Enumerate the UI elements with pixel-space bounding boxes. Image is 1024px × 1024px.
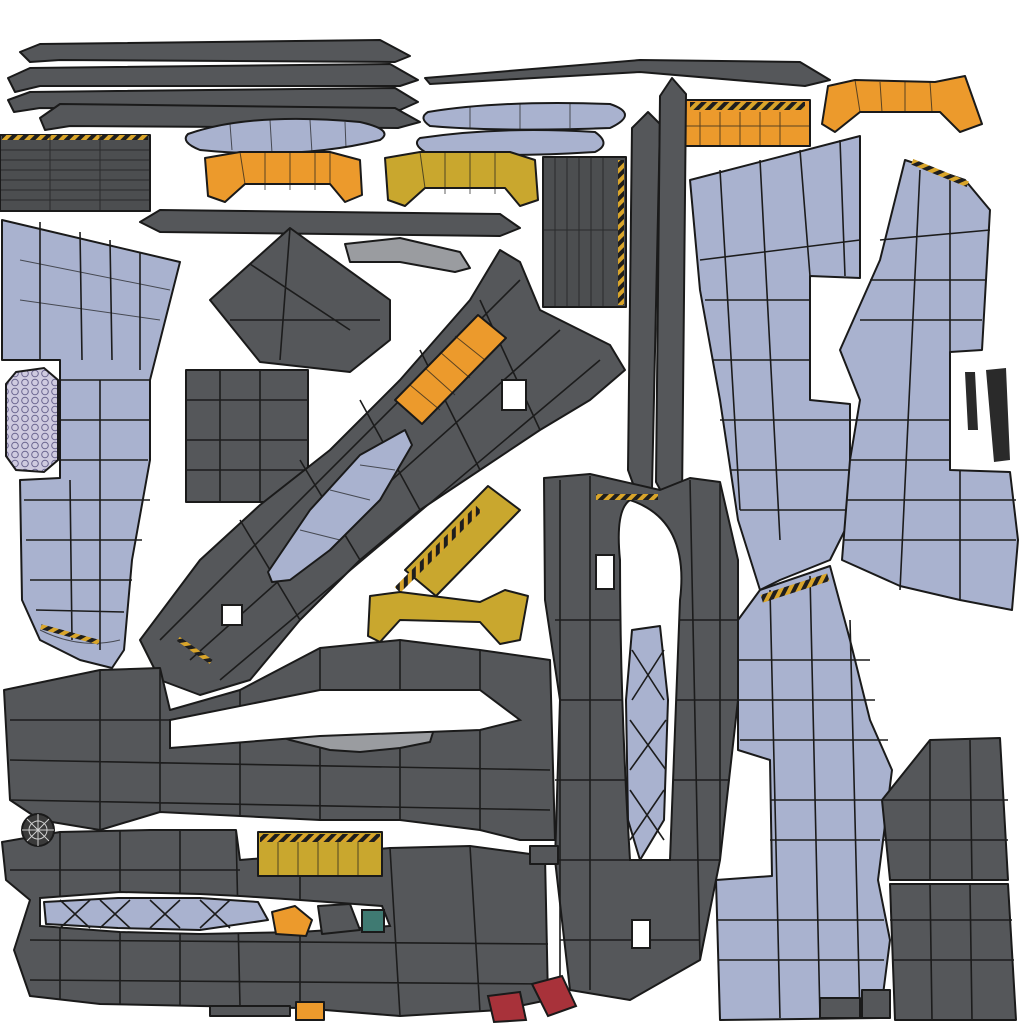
oval-2	[422, 102, 626, 131]
teal-small-part	[361, 909, 385, 933]
box-pieces-right	[881, 737, 1017, 1021]
yellow-bridge-2	[367, 589, 529, 645]
strip-top-long	[424, 59, 831, 87]
orange-small-part	[271, 905, 313, 937]
accent-bridges-top	[204, 75, 983, 207]
cutout-2	[501, 379, 527, 411]
thin-strip-group-top-left	[7, 39, 521, 237]
dark-bit-2	[819, 997, 861, 1019]
vertical-strips-centre	[627, 77, 687, 505]
small-parts-bottom	[209, 845, 891, 1024]
strip-1	[19, 39, 411, 63]
cutout-slot-1	[595, 554, 615, 590]
rod-bit	[209, 1005, 291, 1017]
cutout-slot-2	[631, 919, 651, 949]
grille-panel-top-left	[0, 134, 151, 212]
box-3	[881, 737, 1009, 881]
truss-blue-lower	[43, 897, 269, 931]
red-part-1	[486, 990, 528, 1024]
diagonal-fuselage	[139, 249, 626, 696]
red-part-2	[530, 974, 578, 1018]
turbine-fan	[21, 813, 55, 847]
vertical-fuselage-centre	[543, 473, 739, 1001]
small-mechanism	[965, 368, 1010, 462]
grey-arc-top	[344, 237, 471, 273]
dark-small-part	[317, 903, 361, 935]
dark-bit-3	[861, 989, 891, 1019]
blue-panel-right-lower	[715, 565, 893, 1021]
blue-panel-right-upper	[689, 135, 861, 591]
blue-ovals	[184, 102, 626, 156]
yellow-bridge-1	[384, 151, 539, 207]
cutout-1	[221, 604, 243, 626]
angled-accent-panels	[367, 314, 529, 645]
lower-bottom-fuselage	[1, 829, 549, 1017]
cutout-long	[169, 689, 523, 750]
strip-5	[139, 209, 521, 237]
vstrip-2	[655, 77, 687, 505]
yellow-diag-panel	[404, 485, 521, 597]
canopy-blue	[267, 429, 413, 583]
vstrip-1	[627, 111, 661, 493]
box-2	[185, 369, 309, 503]
blue-panel-left	[1, 219, 181, 669]
orange-bit	[295, 1001, 325, 1021]
orange-diag-panel	[394, 314, 507, 425]
dark-bit-1	[529, 845, 559, 865]
oval-1	[184, 117, 386, 155]
hex-grille-panel	[5, 366, 59, 474]
grille-panel-vertical	[542, 156, 627, 308]
strip-2	[7, 63, 419, 93]
blue-panel-right-far	[839, 158, 1019, 611]
box-pieces-centre	[185, 227, 471, 503]
lower-left-fuselage	[3, 639, 556, 841]
orange-bridge-2	[821, 75, 983, 133]
orange-bridge-1	[204, 151, 363, 203]
box-4	[889, 883, 1017, 1021]
